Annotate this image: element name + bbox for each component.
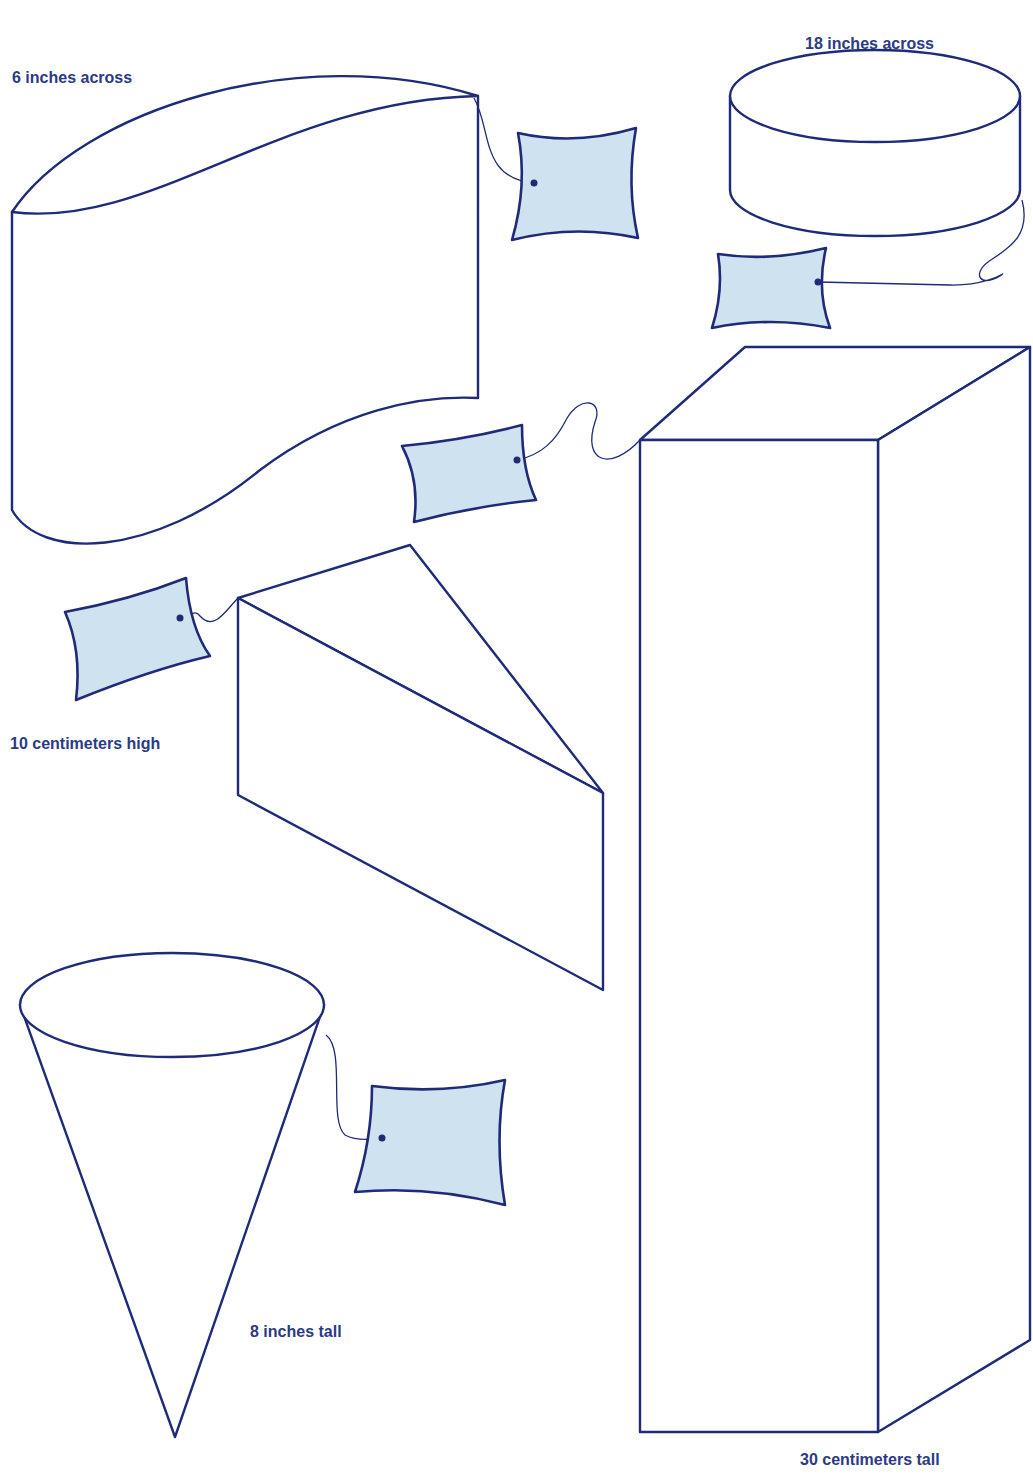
wedge-front <box>238 598 603 990</box>
cylinder-top <box>730 50 1020 142</box>
cone-top <box>20 953 324 1057</box>
dimension-label: 10 centimeters high <box>10 734 160 753</box>
dimension-label: 30 centimeters tall <box>800 1450 940 1469</box>
wavy-cylinder-edge <box>12 96 478 214</box>
tag <box>712 248 830 328</box>
tag-string <box>517 403 640 460</box>
flat-cylinder <box>730 50 1020 236</box>
cone <box>20 953 324 1437</box>
tall-box <box>640 347 1030 1432</box>
tag-string <box>818 200 1024 285</box>
tag-hole <box>815 279 822 286</box>
cone-body <box>20 1005 324 1437</box>
tag <box>65 578 210 700</box>
dimension-label: 6 inches across <box>12 68 132 87</box>
tag <box>355 1080 505 1205</box>
wavy-cylinder <box>12 76 478 543</box>
tag-hole <box>514 457 521 464</box>
dimension-label: 8 inches tall <box>250 1322 342 1341</box>
tag <box>402 425 536 522</box>
dimension-label: 18 inches across <box>805 34 934 53</box>
tag-hole <box>379 1135 386 1142</box>
wedge <box>238 545 603 990</box>
tag-hole <box>531 180 538 187</box>
tag <box>512 128 638 240</box>
box-front <box>640 440 878 1432</box>
wavy-cylinder-body <box>12 76 478 543</box>
box-side <box>878 347 1030 1432</box>
tag-hole <box>177 615 184 622</box>
